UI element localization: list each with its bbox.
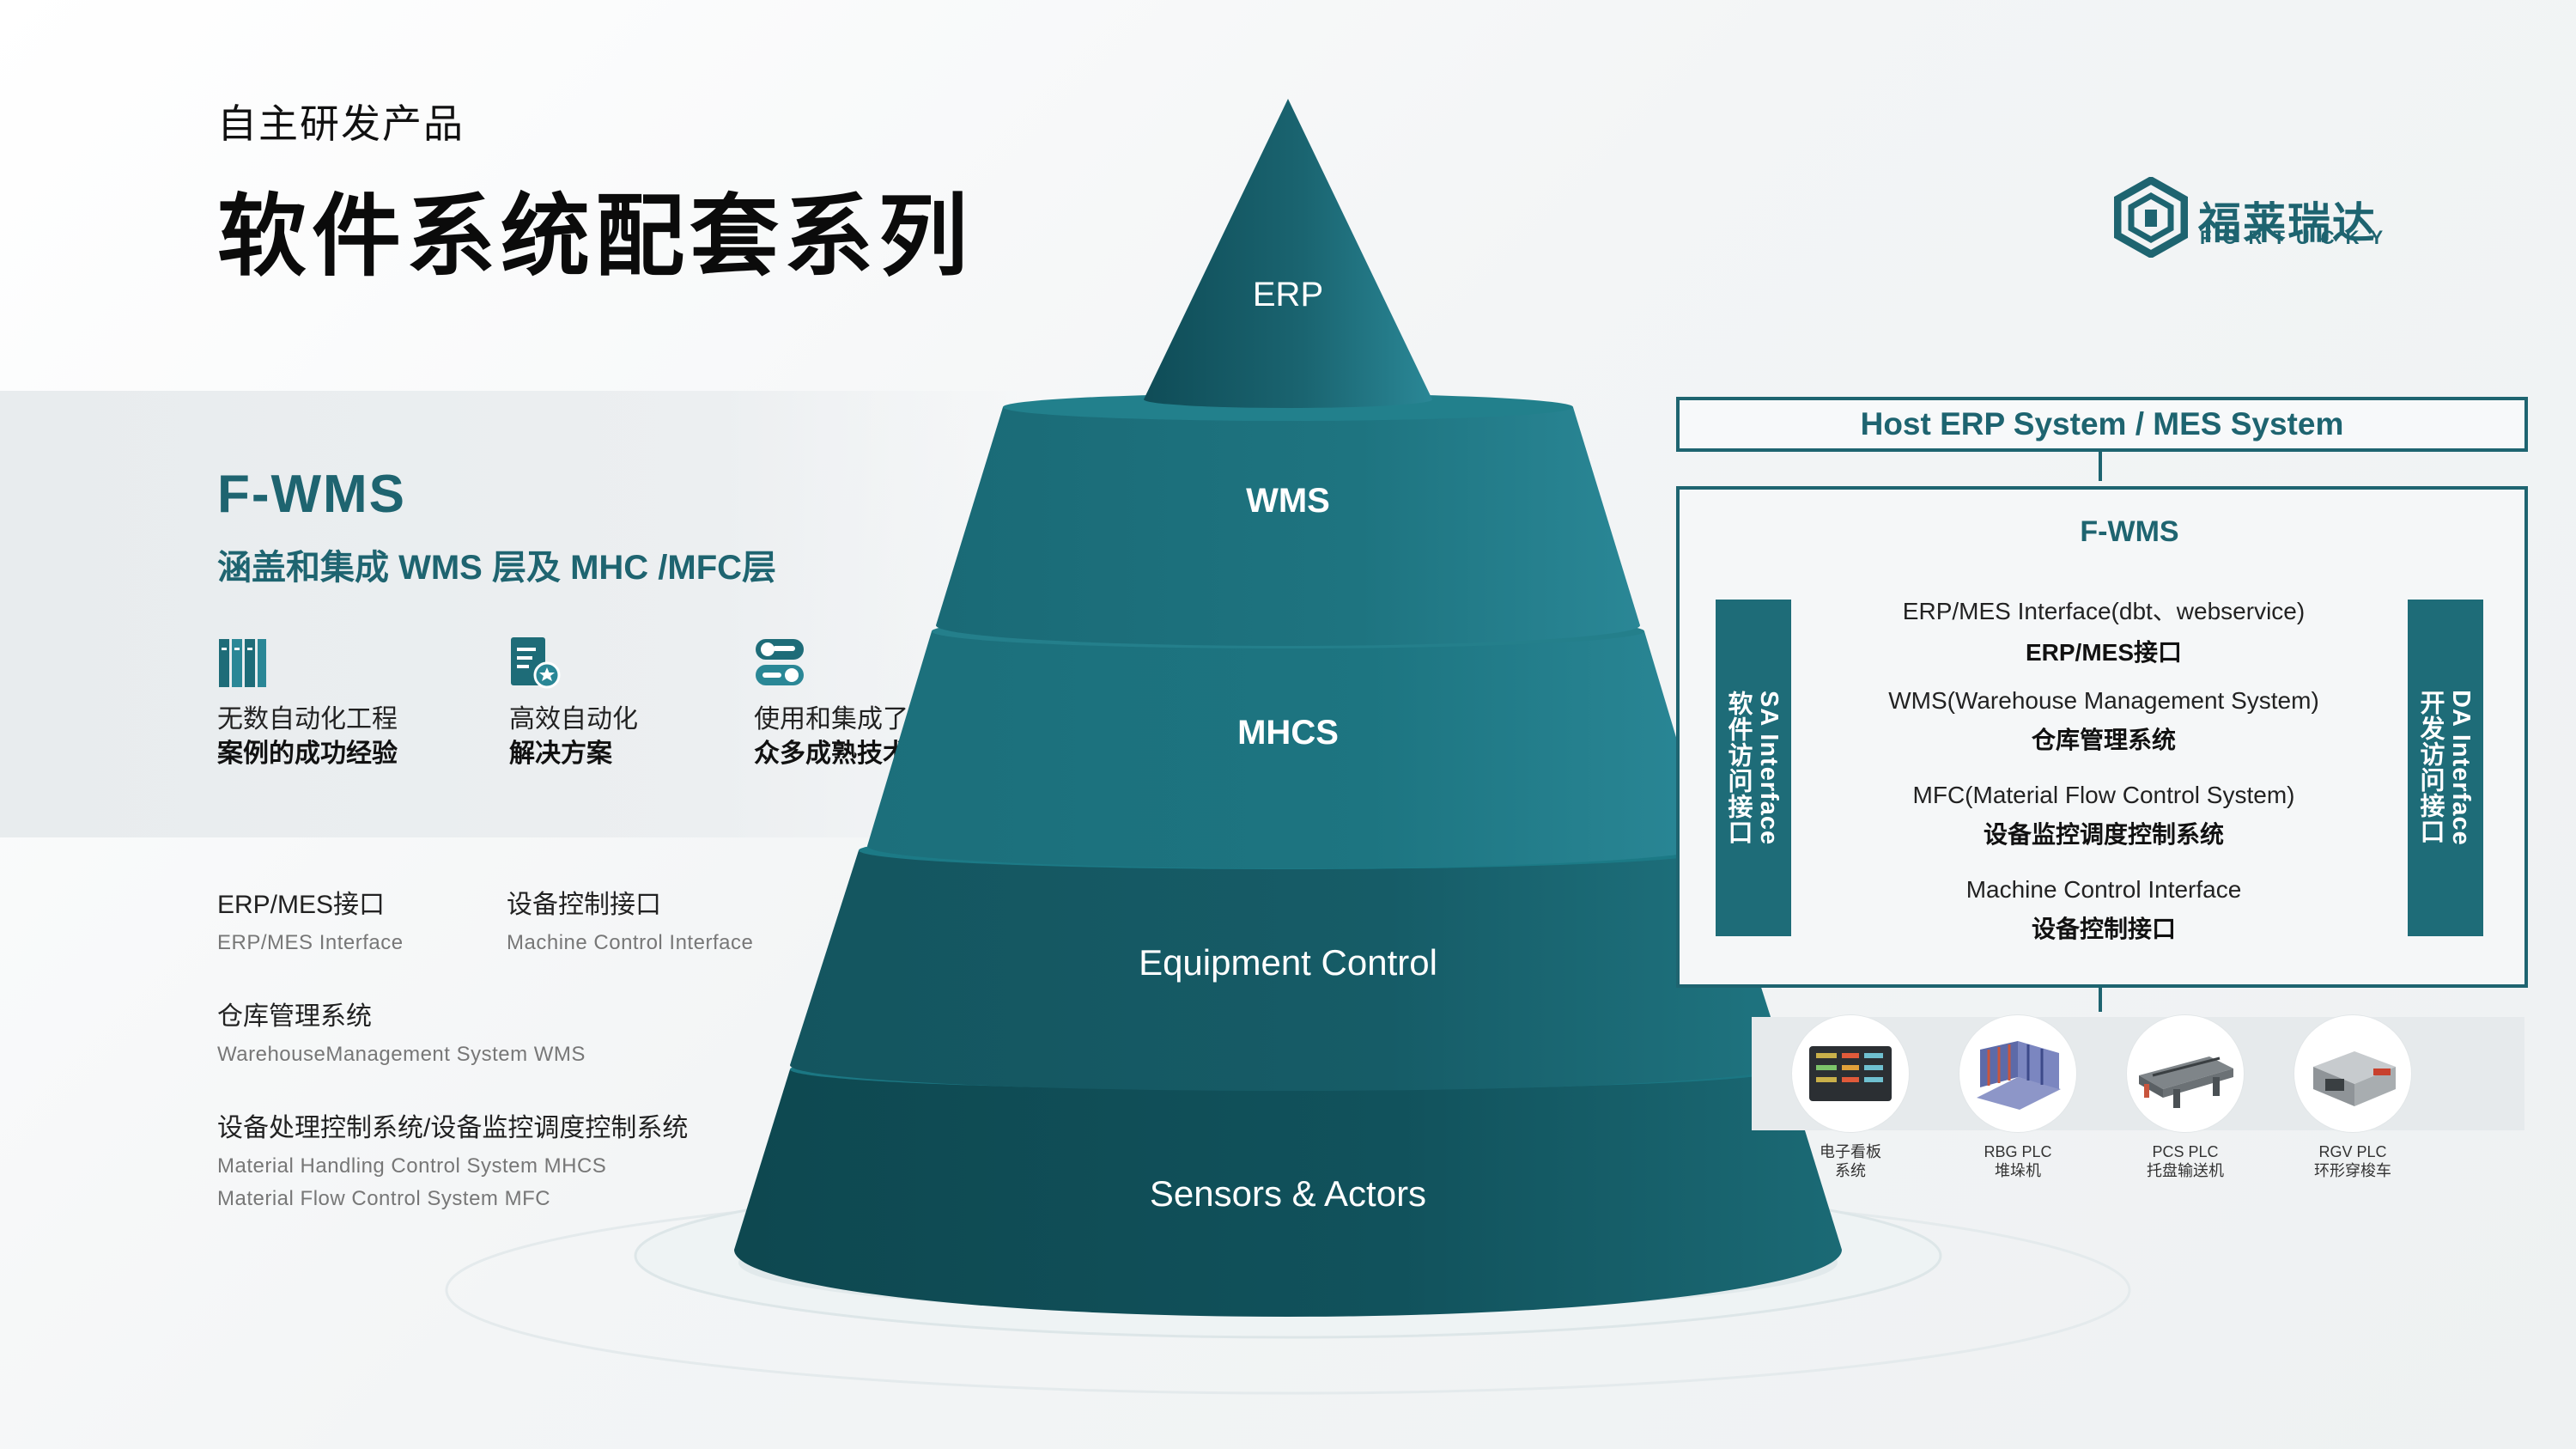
device-label-1: RBG PLC xyxy=(1984,1143,2052,1160)
fwms-subtitle: 涵盖和集成 WMS 层及 MHC /MFC层 xyxy=(217,549,777,587)
document-badge-icon xyxy=(509,636,561,691)
device-item: 电子看板 系统 xyxy=(1769,1015,1932,1180)
feature-line2: 解决方案 xyxy=(509,740,612,768)
brand-name-en: FORTUCKY xyxy=(2200,227,2395,248)
device-label-2: 环形穿梭车 xyxy=(2314,1162,2391,1179)
led-board-icon xyxy=(1792,1015,1909,1132)
list-item-en: Machine Control Interface xyxy=(507,931,754,954)
interface-en: WMS(Warehouse Management System) xyxy=(1888,687,2319,714)
device-label-2: 系统 xyxy=(1835,1162,1866,1179)
list-item: 设备控制接口 Machine Control Interface xyxy=(507,883,753,955)
device-item: RGV PLC 环形穿梭车 xyxy=(2271,1015,2434,1180)
stacker-crane-icon xyxy=(1959,1015,2076,1132)
feature-line1: 高效自动化 xyxy=(509,705,638,734)
interface-cn: 设备控制接口 xyxy=(2031,916,2176,942)
sa-interface-label: SA Interface 软件访问接口 xyxy=(1724,690,1783,846)
pyramid-label-erp: ERP xyxy=(1253,276,1323,314)
pyramid-label-wms: WMS xyxy=(1246,482,1330,520)
list-item-cn: 仓库管理系统 xyxy=(217,1002,372,1031)
fwms-box xyxy=(1676,486,2528,988)
interface-cn: ERP/MES接口 xyxy=(2025,639,2183,666)
device-label-2: 托盘输送机 xyxy=(2147,1162,2224,1179)
interface-item: Machine Control Interface 设备控制接口 xyxy=(1803,876,2404,945)
interface-item: MFC(Material Flow Control System) 设备监控调度… xyxy=(1803,782,2404,850)
books-icon xyxy=(217,636,269,691)
pyramid-layer-mhcs xyxy=(867,631,1709,868)
list-item: 仓库管理系统 WarehouseManagement System WMS xyxy=(217,995,586,1067)
pyramid-label-sensors: Sensors & Actors xyxy=(1150,1173,1426,1214)
feature-line2: 案例的成功经验 xyxy=(217,740,398,768)
fwms-box-title: F-WMS xyxy=(2080,515,2179,548)
brand-logo-icon xyxy=(2113,175,2189,259)
list-item-en: Material Flow Control System MFC xyxy=(217,1187,551,1210)
brand-logo xyxy=(2113,175,2189,259)
pyramid-layer-sensors xyxy=(734,1069,1842,1317)
feature-item: 高效自动化 解决方案 xyxy=(509,636,767,771)
interface-en: Machine Control Interface xyxy=(1965,876,2242,903)
pallet-conveyor-icon xyxy=(2127,1015,2244,1132)
device-label-1: RGV PLC xyxy=(2318,1143,2387,1160)
feature-line2: 众多成熟技术 xyxy=(754,740,908,768)
page-subtitle: 自主研发产品 xyxy=(217,101,465,146)
interface-en: ERP/MES Interface(dbt、webservice) xyxy=(1902,598,2306,624)
host-system-box: Host ERP System / MES System xyxy=(1676,397,2528,452)
list-item-cn: 设备控制接口 xyxy=(507,891,661,919)
interface-cn: 设备监控调度控制系统 xyxy=(1983,821,2224,848)
pyramid-label-mhcs: MHCS xyxy=(1237,714,1339,752)
feature-line1: 无数自动化工程 xyxy=(217,705,398,734)
list-item-en: Material Handling Control System MHCS xyxy=(217,1154,607,1178)
interface-item: WMS(Warehouse Management System) 仓库管理系统 xyxy=(1803,687,2404,756)
connector-line xyxy=(2099,452,2102,481)
fwms-title: F-WMS xyxy=(217,465,407,524)
shuttle-car-icon xyxy=(2294,1015,2411,1132)
pyramid-layer-erp xyxy=(1144,99,1432,408)
da-interface-bar: DA Interface 开发访问接口 xyxy=(2408,600,2483,936)
da-interface-label: DA Interface 开发访问接口 xyxy=(2416,690,2475,846)
list-item-en: WarehouseManagement System WMS xyxy=(217,1043,586,1066)
sa-interface-bar: SA Interface 软件访问接口 xyxy=(1716,600,1791,936)
page-title: 软件系统配套系列 xyxy=(217,187,974,287)
interface-cn: 仓库管理系统 xyxy=(2031,727,2176,753)
connector-line xyxy=(2099,988,2102,1012)
feature-item: 无数自动化工程 案例的成功经验 xyxy=(217,636,475,771)
list-item-cn: 设备处理控制系统/设备监控调度控制系统 xyxy=(217,1114,689,1142)
device-item: RBG PLC 堆垛机 xyxy=(1936,1015,2099,1180)
brand-name-cn: 福莱瑞达 xyxy=(2198,199,2377,247)
feature-line1: 使用和集成了 xyxy=(754,705,908,734)
list-item: ERP/MES接口 ERP/MES Interface xyxy=(217,883,404,955)
toggle-switch-icon xyxy=(754,636,805,691)
list-item-cn: ERP/MES接口 xyxy=(217,891,386,919)
device-label-2: 堆垛机 xyxy=(1995,1162,2041,1179)
pyramid-layer-equipment xyxy=(790,850,1786,1091)
feature-item: 使用和集成了 众多成熟技术 xyxy=(754,636,1012,771)
pyramid-label-equipment: Equipment Control xyxy=(1139,942,1437,983)
device-item: PCS PLC 托盘输送机 xyxy=(2104,1015,2267,1180)
list-item: 设备处理控制系统/设备监控调度控制系统 Material Handling Co… xyxy=(217,1106,688,1211)
left-panel-band xyxy=(0,391,1030,837)
pyramid-layer-wms xyxy=(936,407,1640,646)
device-label-1: 电子看板 xyxy=(1820,1143,1881,1160)
device-label-1: PCS PLC xyxy=(2152,1143,2219,1160)
interface-item: ERP/MES Interface(dbt、webservice) ERP/ME… xyxy=(1803,593,2404,668)
interface-en: MFC(Material Flow Control System) xyxy=(1912,782,2295,808)
list-item-en: ERP/MES Interface xyxy=(217,931,404,954)
